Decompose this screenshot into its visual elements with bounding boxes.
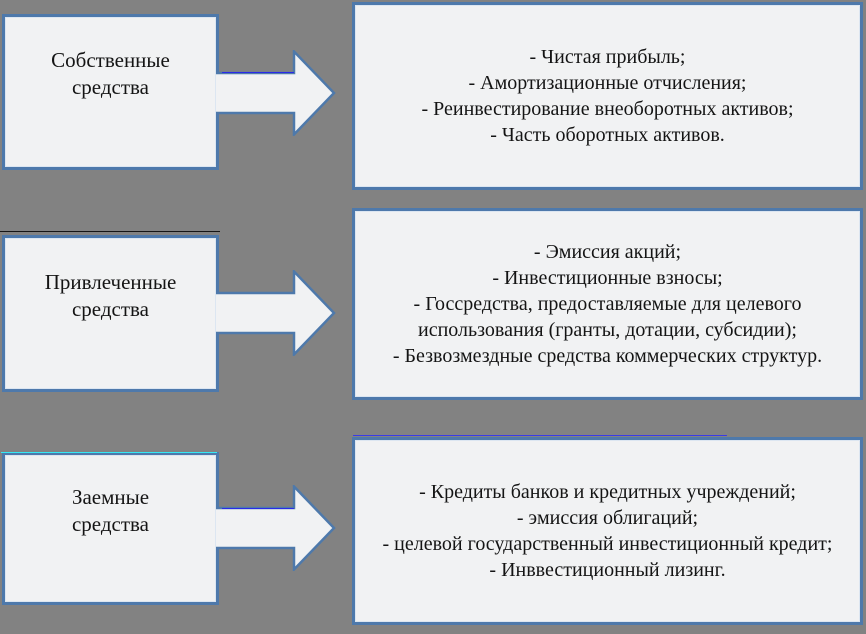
- list-item: - Безвозмездные средства коммерческих ст…: [392, 345, 823, 367]
- list-item: - Часть оборотных активов.: [490, 124, 725, 146]
- source-box-borrowed-funds-label: Заемные средства: [71, 484, 150, 536]
- artifact-line: [222, 72, 294, 73]
- list-item: - эмиссия облигаций;: [516, 507, 699, 529]
- list-item: - Эмиссия акций;: [533, 241, 682, 263]
- artifact-line: [222, 508, 294, 509]
- right-arrow-icon: [216, 485, 336, 571]
- detail-box-own-funds: - Чистая прибыль; - Амортизационные отчи…: [352, 2, 863, 190]
- detail-box-borrowed-funds: - Кредиты банков и кредитных учреждений;…: [352, 437, 863, 625]
- artifact-line: [0, 231, 220, 232]
- source-box-own-funds: Собственные средства: [2, 14, 219, 170]
- list-item: - Госсредства, предоставляемые для целев…: [413, 293, 802, 341]
- artifact-line: [1, 452, 217, 453]
- source-box-borrowed-funds: Заемные средства: [2, 452, 219, 605]
- list-item: - целевой государственный инвестиционный…: [382, 533, 833, 555]
- list-item: - Кредиты банков и кредитных учреждений;: [419, 481, 796, 503]
- detail-box-attracted-funds: - Эмиссия акций; - Инвестиционные взносы…: [352, 208, 863, 400]
- list-item: - Амортизационные отчисления;: [468, 72, 747, 94]
- source-box-own-funds-label: Собственные средства: [51, 48, 170, 99]
- list-item: - Инввестиционный лизинг.: [489, 559, 726, 581]
- list-item: - Реинвестирование внеоборотных активов;: [421, 98, 794, 120]
- right-arrow-icon: [216, 50, 336, 136]
- list-item: - Инвестиционные взносы;: [492, 267, 723, 289]
- source-box-attracted-funds-label: Привлеченные средства: [44, 269, 177, 321]
- artifact-line: [353, 435, 727, 436]
- source-box-attracted-funds: Привлеченные средства: [2, 235, 219, 392]
- list-item: - Чистая прибыль;: [529, 46, 686, 68]
- right-arrow-icon: [216, 270, 336, 356]
